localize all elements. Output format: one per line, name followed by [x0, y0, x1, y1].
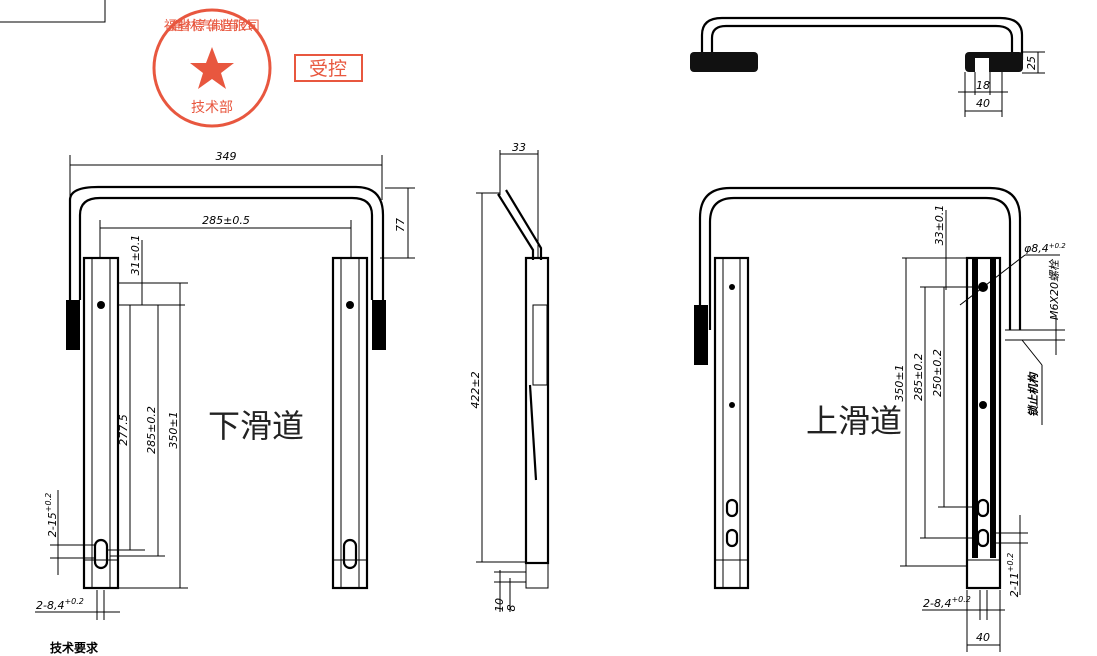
dim-slot: 2-15+0.2	[44, 493, 59, 537]
controlled-mark: 受控	[309, 58, 347, 80]
seal-ring-text: 福建省林德汽车制造有限公司	[164, 18, 260, 34]
title-block-corner	[0, 0, 106, 23]
top-view: 25 18 40	[690, 16, 1045, 117]
dim-77: 77	[394, 218, 407, 232]
leader-note: 锁止机构	[1027, 371, 1040, 417]
hole-note: φ8,4+0.2	[1024, 242, 1066, 255]
dim-250: 250±0.2	[931, 349, 944, 397]
upper-slide-label: 上滑道	[806, 402, 902, 440]
upper-slide-front-view: 33±0.1 350±1 285±0.2 250±0.2 φ8,4+0.2 M6…	[694, 186, 1066, 652]
dim-10: 10	[493, 598, 506, 612]
dim-349: 349	[216, 150, 237, 163]
dim-25: 25	[1025, 56, 1038, 70]
dim-285-0.2: 285±0.2	[145, 406, 158, 454]
bolt-note: M6X20螺栓	[1048, 258, 1061, 320]
controlled-stamp: 受控	[294, 54, 363, 82]
dim-hole: 2-8,4+0.2	[36, 597, 84, 612]
dim-33-0.1: 33±0.1	[933, 205, 946, 246]
dim-285-right: 285±0.2	[912, 353, 925, 401]
dim-40-top: 40	[976, 97, 990, 110]
dim-18: 18	[976, 79, 990, 92]
dim-422: 422±2	[469, 371, 482, 408]
dim-slot-right: 2-11+0.2	[1006, 553, 1021, 597]
dim-40-bottom: 40	[976, 631, 990, 644]
dim-350-right: 350±1	[893, 364, 906, 401]
star-icon	[190, 47, 234, 89]
technical-requirements-heading: 技术要求	[50, 640, 99, 655]
side-view: 33 422±2 10 8	[469, 141, 550, 612]
dim-33: 33	[512, 141, 526, 154]
dim-8: 8	[505, 605, 518, 612]
dim-277.5: 277.5	[117, 414, 130, 446]
dim-285-0.5: 285±0.5	[202, 214, 250, 227]
lower-slide-label: 下滑道	[208, 407, 304, 445]
dim-hole-right: 2-8,4+0.2	[923, 595, 971, 610]
dim-31: 31±0.1	[129, 235, 142, 276]
dim-350: 350±1	[167, 411, 180, 448]
company-seal: 福建省林德汽车制造有限公司 技术部	[152, 8, 272, 128]
lower-slide-front-view: 349 285±0.5 77 31±0.1 277.5 285±0.2 350±…	[35, 150, 415, 620]
seal-department: 技术部	[191, 100, 233, 116]
